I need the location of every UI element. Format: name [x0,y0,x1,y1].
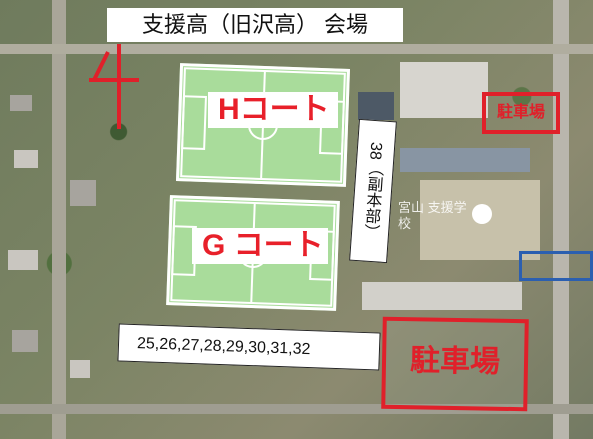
bottom-numbers-label: 25,26,27,28,29,30,31,32 [117,323,381,371]
school-sign: 宮山 支援学校 [398,200,467,231]
circle-marker [472,204,492,224]
school-building-top [400,62,488,118]
road-left-vertical [52,0,66,439]
parking-upper: 駐車場 [482,92,560,134]
road-top-horizontal [0,44,593,54]
road-bottom-horizontal [0,404,593,414]
house [14,150,38,168]
school-building-dark [358,92,394,120]
house [10,95,32,111]
school-building-blue [400,148,530,172]
house [70,360,90,378]
sub-headquarters-label: 38（副本部） [349,118,397,264]
parking-lower: 駐車場 [381,316,529,412]
road-right-vertical [553,0,569,439]
venue-title: 支援高（旧沢高） 会場 [107,8,403,42]
house [8,250,38,270]
house [70,180,96,206]
h-court-label: Hコート [208,92,338,128]
school-building-main [362,282,522,310]
parking-upper-label: 駐車場 [496,104,545,121]
blue-marker [519,251,593,281]
parking-lower-label: 駐車場 [409,344,501,379]
g-court-label: G コート [192,228,328,264]
house [12,330,38,352]
north-arrow-icon [89,44,139,129]
